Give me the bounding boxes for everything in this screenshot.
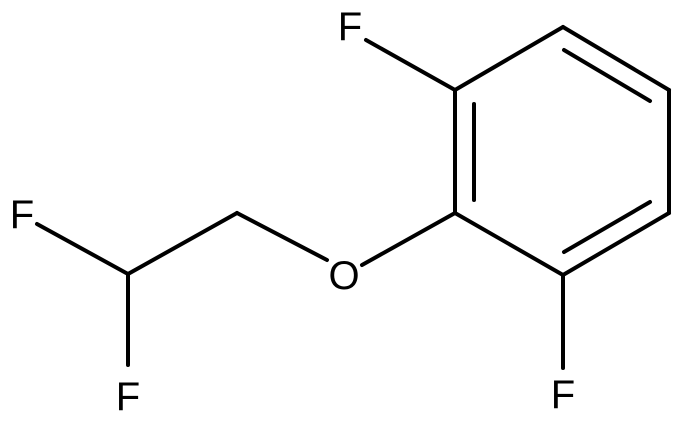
bond-c6-oxygen (360, 211, 457, 267)
ring-bond-c1-c2 (453, 25, 565, 92)
atom-fluorine-bottom: F (551, 373, 575, 417)
bond-chf2-fluorine-left-top (35, 222, 130, 276)
ring-bond-c4-c5 (561, 211, 671, 277)
ring-bond-c2-c3 (561, 25, 671, 92)
ring-bond-c5-c6 (453, 211, 565, 277)
bond-ch2-chf2 (126, 211, 239, 276)
bond-oxygen-ch2 (235, 211, 329, 262)
ring-double-bond-inner-top-right (562, 48, 652, 103)
atom-fluorine-left-top: F (10, 193, 34, 237)
atom-fluorine-top: F (338, 5, 362, 49)
bond-c1-fluorine-top (364, 38, 457, 92)
atom-fluorine-left-bottom: F (116, 375, 140, 419)
ring-double-bond-inner-bottom-right (562, 200, 652, 254)
atom-oxygen: O (328, 254, 359, 298)
